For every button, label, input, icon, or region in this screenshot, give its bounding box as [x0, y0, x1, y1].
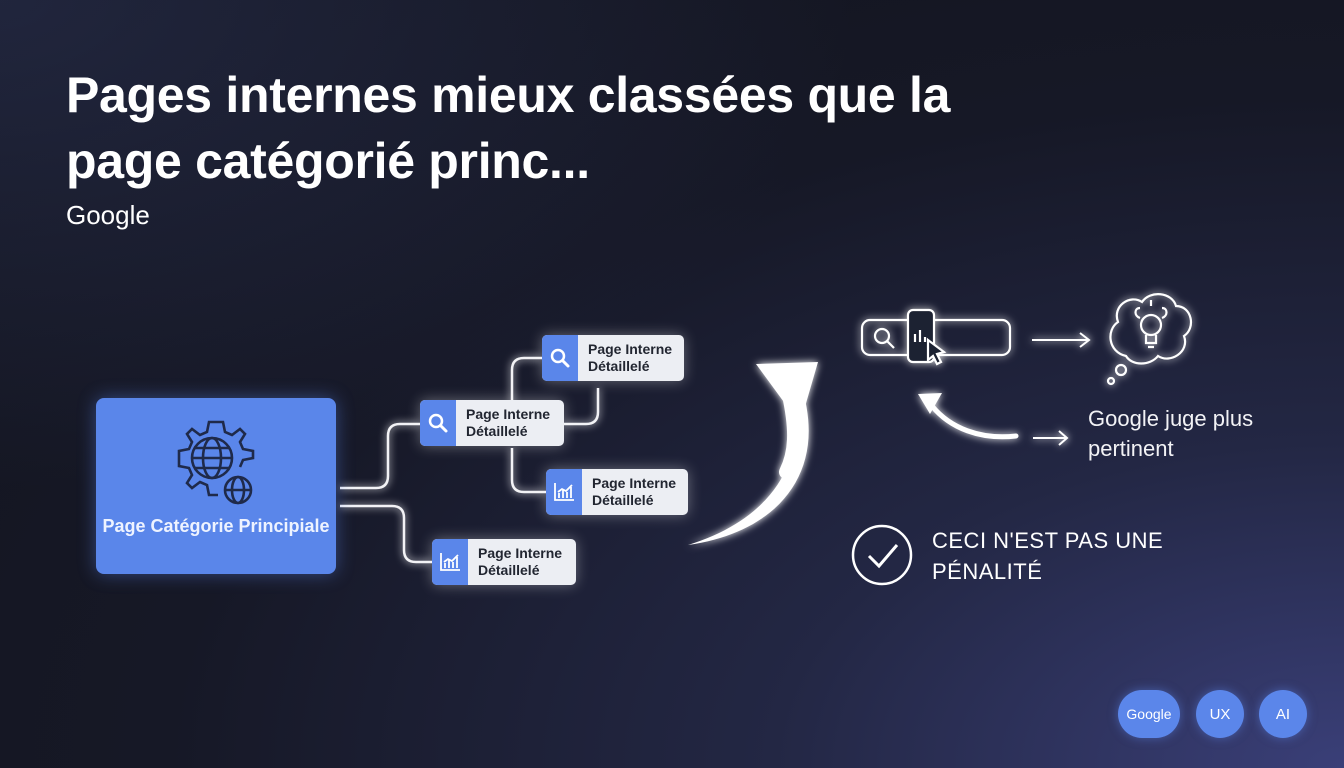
tree-connectors	[340, 356, 600, 564]
tag-ai[interactable]: AI	[1259, 690, 1307, 738]
card-subtitle: Détaillelé	[592, 492, 654, 508]
card-title: Page Interne	[478, 545, 563, 561]
check-circle-icon	[851, 524, 913, 586]
flow-arrows	[1032, 332, 1091, 446]
flow-label: Google juge plus pertinent	[1088, 406, 1254, 461]
card-subtitle: Détaillelé	[478, 562, 540, 578]
main-category-node[interactable]: Page Catégorie Principiale	[96, 398, 336, 574]
big-curved-arrow	[688, 362, 818, 545]
thought-bubble-brain-icon	[1106, 293, 1193, 386]
card-title: Page Interne	[592, 475, 677, 491]
conclusion-text: CECI N'EST PAS UNE PÉNALITÉ	[932, 528, 1164, 584]
return-curved-arrow	[918, 393, 1019, 440]
gear-globe-icon	[177, 420, 255, 505]
tag-google[interactable]: Google	[1118, 690, 1180, 738]
chart-icon	[432, 539, 468, 585]
chart-icon	[546, 469, 582, 515]
page-title: Pages internes mieux classées que la pag…	[66, 67, 951, 189]
search-bar-phone-icon	[860, 308, 1012, 366]
card-subtitle: Détaillelé	[466, 423, 528, 439]
search-icon	[542, 335, 578, 381]
page-subtitle: Google	[66, 200, 150, 230]
tag-ux[interactable]: UX	[1196, 690, 1244, 738]
search-icon	[420, 400, 456, 446]
main-category-label: Page Catégorie Principiale	[102, 516, 330, 536]
card-title: Page Interne	[588, 341, 673, 357]
card-title: Page Interne	[466, 406, 551, 422]
card-subtitle: Détaillelé	[588, 358, 650, 374]
